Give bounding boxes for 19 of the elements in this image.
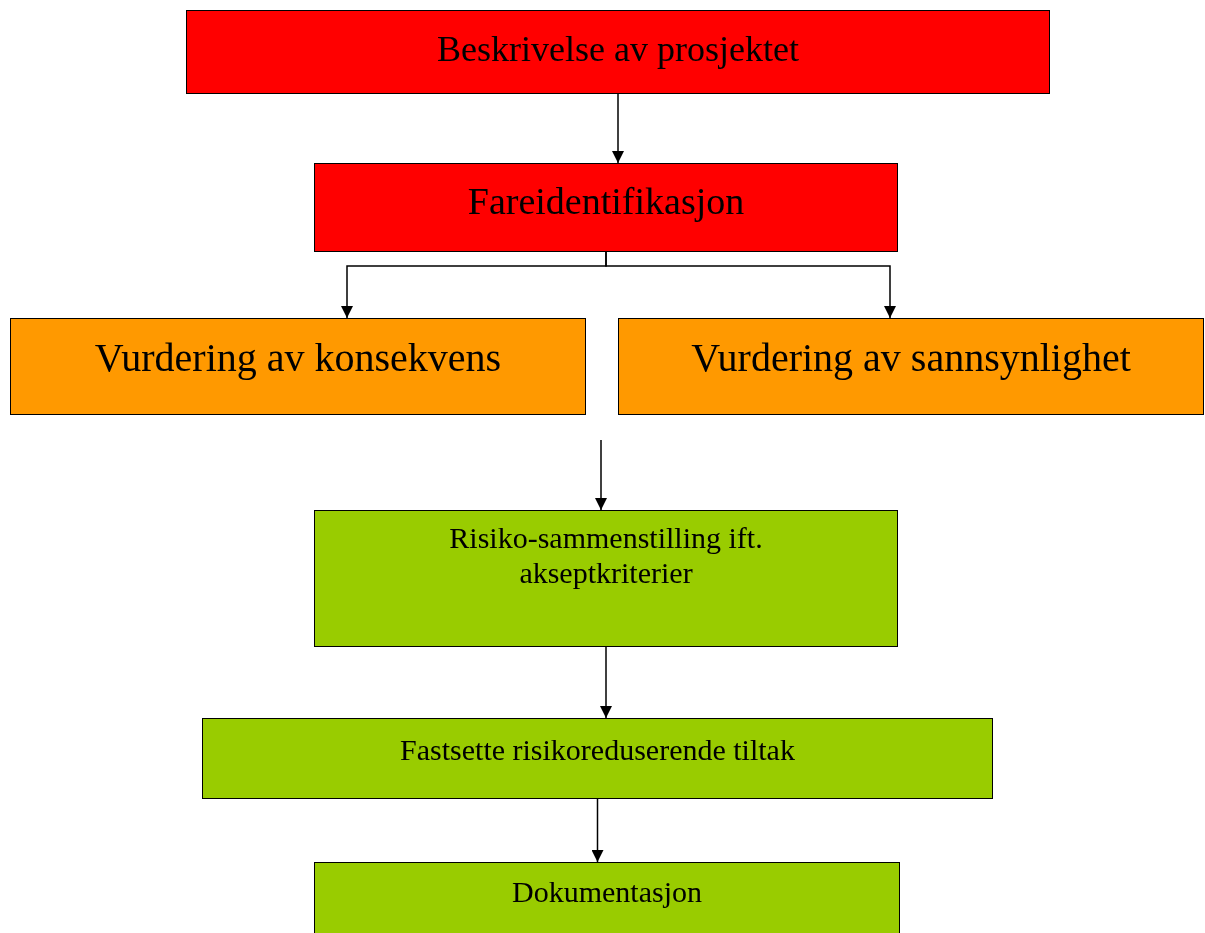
box-label: Beskrivelse av prosjektet	[436, 29, 800, 71]
arrow	[605, 251, 896, 319]
process-box	[618, 318, 1204, 415]
box-label: Dokumentasjon	[511, 875, 703, 910]
arrow	[600, 646, 612, 719]
box-label: Vurdering av konsekvens	[93, 335, 503, 381]
box-label: Vurdering av sannsynlighet	[690, 335, 1132, 381]
process-box	[202, 718, 993, 799]
box-label: Risiko-sammenstilling ift. akseptkriterier	[448, 521, 764, 590]
arrow	[595, 439, 607, 511]
arrow	[612, 93, 624, 164]
process-box	[314, 510, 898, 647]
box-label: Fastsette risikoreduserende tiltak	[399, 733, 796, 768]
process-box	[314, 862, 900, 933]
process-box	[314, 163, 898, 252]
arrow	[591, 798, 604, 863]
process-box	[186, 10, 1050, 94]
box-label: Fareidentifikasjon	[466, 180, 746, 224]
process-box	[10, 318, 586, 415]
